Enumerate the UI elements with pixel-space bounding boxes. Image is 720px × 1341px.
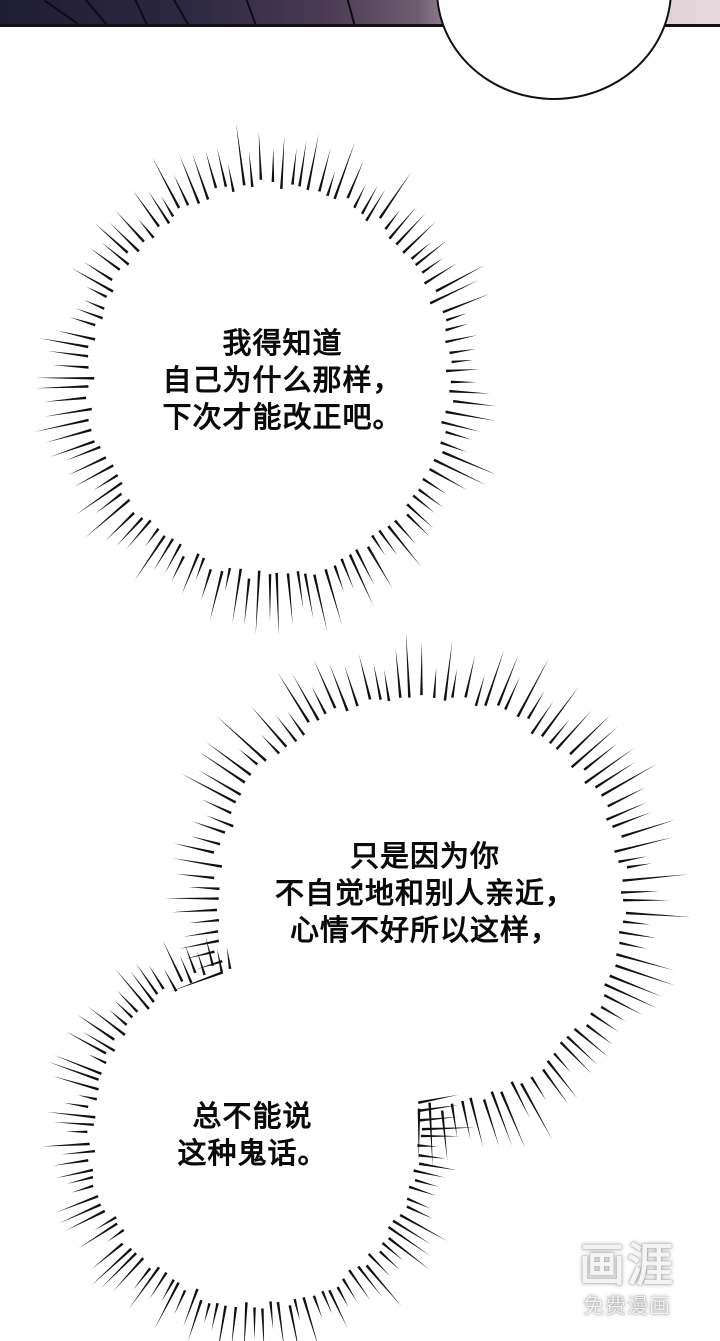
bubble-1-text: 我得知道 自己为什么那样， 下次才能改正吧。 <box>140 325 425 436</box>
bubble-1-line-3: 下次才能改正吧。 <box>162 400 403 434</box>
bubble-1-line-1: 我得知道 <box>222 326 343 360</box>
panel-border <box>0 24 720 27</box>
bubble-2-line-3: 心情不好所以这样， <box>289 913 560 947</box>
watermark-logo: 画涯 <box>579 1238 675 1292</box>
bubble-3-fill <box>98 973 412 1297</box>
bubble-3-text: 总不能说 这种鬼话。 <box>160 1098 345 1172</box>
watermark: 画涯 免费漫画 <box>562 1238 692 1320</box>
bubble-2-text: 只是因为你 不自觉地和别人亲近， 心情不好所以这样， <box>250 838 600 949</box>
watermark-tagline: 免费漫画 <box>583 1294 671 1318</box>
bubble-1-fill <box>98 193 442 567</box>
bubble-1-burst <box>34 122 497 636</box>
bubble-3-line-2: 这种鬼话。 <box>177 1136 328 1170</box>
bubble-3-line-1: 总不能说 <box>192 1099 313 1133</box>
bubble-2-line-1: 只是因为你 <box>349 839 500 873</box>
bubble-2-line-2: 不自觉地和别人亲近， <box>274 876 575 910</box>
bubble-1-line-2: 自己为什么那样， <box>162 363 403 397</box>
